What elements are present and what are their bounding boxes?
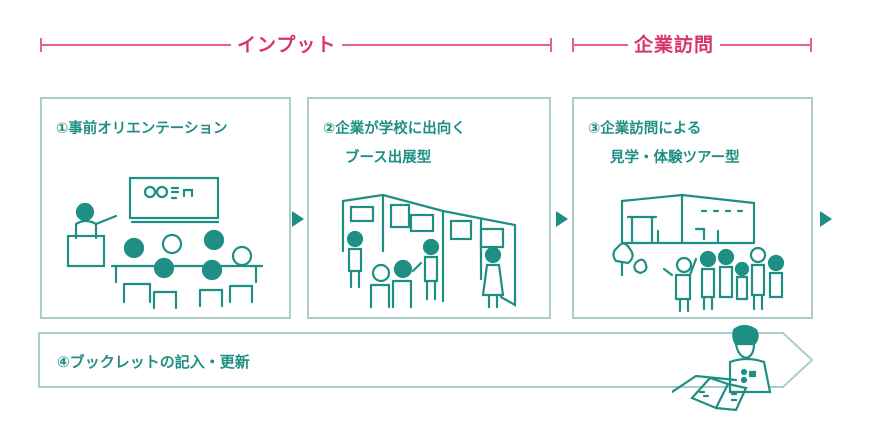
step-arrow-2 <box>556 211 568 227</box>
step-3-card: ③企業訪問による 見学・体験ツアー型 <box>572 97 813 319</box>
phase-visit: 企業訪問 <box>572 33 812 57</box>
step-2-card: ②企業が学校に出向く ブース出展型 <box>307 97 551 319</box>
student-writing-illustration <box>672 324 772 412</box>
step-arrow-1 <box>292 211 304 227</box>
phase-input-label: インプット <box>231 33 343 57</box>
booklet-label: ④ブックレットの記入・更新 <box>57 353 250 371</box>
step-1-title: ①事前オリエンテーション <box>56 115 228 144</box>
company-tour-illustration <box>612 193 785 313</box>
step-3-title-line2: 見学・体験ツアー型 <box>610 150 740 166</box>
step-2-title-line1: ②企業が学校に出向く <box>323 121 466 137</box>
booklet-bar-arrow-shape <box>38 332 814 388</box>
booth-exhibition-illustration <box>341 193 517 309</box>
step-3-title: ③企業訪問による 見学・体験ツアー型 <box>588 115 740 173</box>
phase-visit-label: 企業訪問 <box>628 33 721 57</box>
step-1-card: ①事前オリエンテーション <box>40 97 291 319</box>
phase-input-end-cap <box>550 38 552 52</box>
step-2-title: ②企業が学校に出向く ブース出展型 <box>323 115 466 173</box>
step-arrow-3 <box>820 211 832 227</box>
step-2-title-line2: ブース出展型 <box>345 150 432 166</box>
phase-input: インプット <box>40 33 552 57</box>
step-3-title-line1: ③企業訪問による <box>588 121 702 137</box>
classroom-orientation-illustration <box>66 176 264 310</box>
step-1-title-line1: ①事前オリエンテーション <box>56 121 228 137</box>
phase-visit-end-cap <box>810 38 812 52</box>
